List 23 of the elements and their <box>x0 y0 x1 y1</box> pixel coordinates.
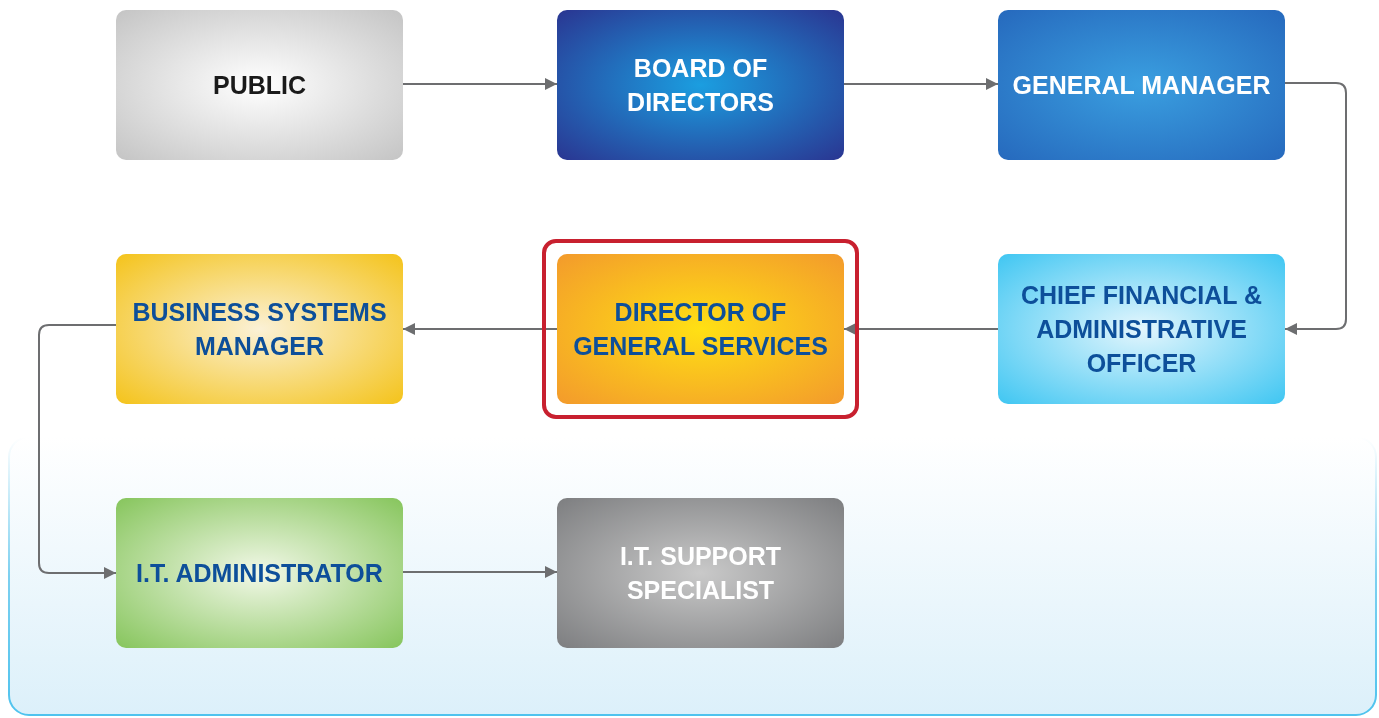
role-title: I.T. ADMINISTRATOR <box>136 558 383 589</box>
arrow <box>402 323 558 335</box>
arrow <box>402 78 558 90</box>
role-title: CHIEF FINANCIAL & ADMINISTRATIVE OFFICER <box>1019 280 1264 379</box>
role-title: PUBLIC <box>212 70 307 101</box>
arrow <box>38 324 117 579</box>
role-title: DIRECTOR OF GENERAL SERVICES <box>572 297 829 362</box>
role-box <box>116 498 403 648</box>
role-box <box>998 10 1285 160</box>
role-box <box>116 254 403 404</box>
role-box <box>998 254 1285 404</box>
role-box <box>116 10 403 160</box>
role-title: I.T. SUPPORT SPECIALIST <box>618 541 783 606</box>
role-title: GENERAL MANAGER <box>1012 70 1271 101</box>
role-box <box>557 254 844 404</box>
arrow <box>843 323 999 335</box>
arrow <box>1284 82 1347 335</box>
role-title: BOARD OF DIRECTORS <box>626 53 775 118</box>
role-title: BUSINESS SYSTEMS MANAGER <box>131 297 388 362</box>
arrow <box>402 566 558 578</box>
arrow <box>843 78 999 90</box>
role-box <box>557 498 844 648</box>
role-box <box>557 10 844 160</box>
